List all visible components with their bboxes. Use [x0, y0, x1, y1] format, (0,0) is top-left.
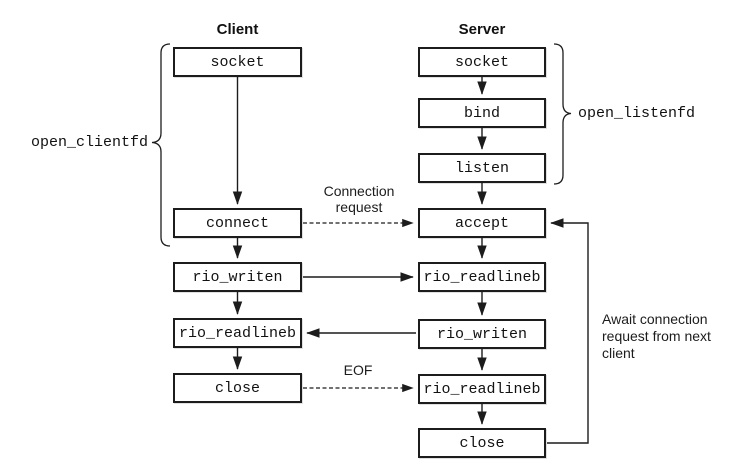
node-server-listen: listen [418, 153, 546, 183]
arrow-loop-close-to-accept [547, 218, 589, 444]
node-server-bind: bind [418, 98, 546, 128]
node-server-rio-writen: rio_writen [418, 319, 546, 349]
node-server-rio-readlineb: rio_readlineb [418, 262, 546, 292]
node-server-socket: socket [418, 47, 546, 77]
node-client-rio-writen: rio_writen [173, 262, 302, 292]
client-column-title: Client [216, 21, 259, 38]
eof-label: EOF [343, 362, 373, 378]
node-client-rio-readlineb: rio_readlineb [173, 318, 302, 348]
node-server-accept: accept [418, 208, 546, 238]
node-server-rio-readlineb-2: rio_readlineb [418, 374, 546, 404]
node-client-close: close [173, 373, 302, 403]
await-connection-label: Await connection request from next clien… [602, 311, 711, 361]
server-column-title: Server [458, 21, 506, 38]
connection-request-label: Connection request [323, 183, 395, 215]
node-client-socket: socket [173, 47, 302, 77]
open-clientfd-label: open_clientfd [30, 134, 148, 151]
node-server-close: close [418, 428, 546, 458]
open-listenfd-label: open_listenfd [578, 105, 696, 122]
server-brace [553, 43, 572, 185]
node-client-connect: connect [173, 208, 302, 238]
client-brace [151, 43, 171, 247]
